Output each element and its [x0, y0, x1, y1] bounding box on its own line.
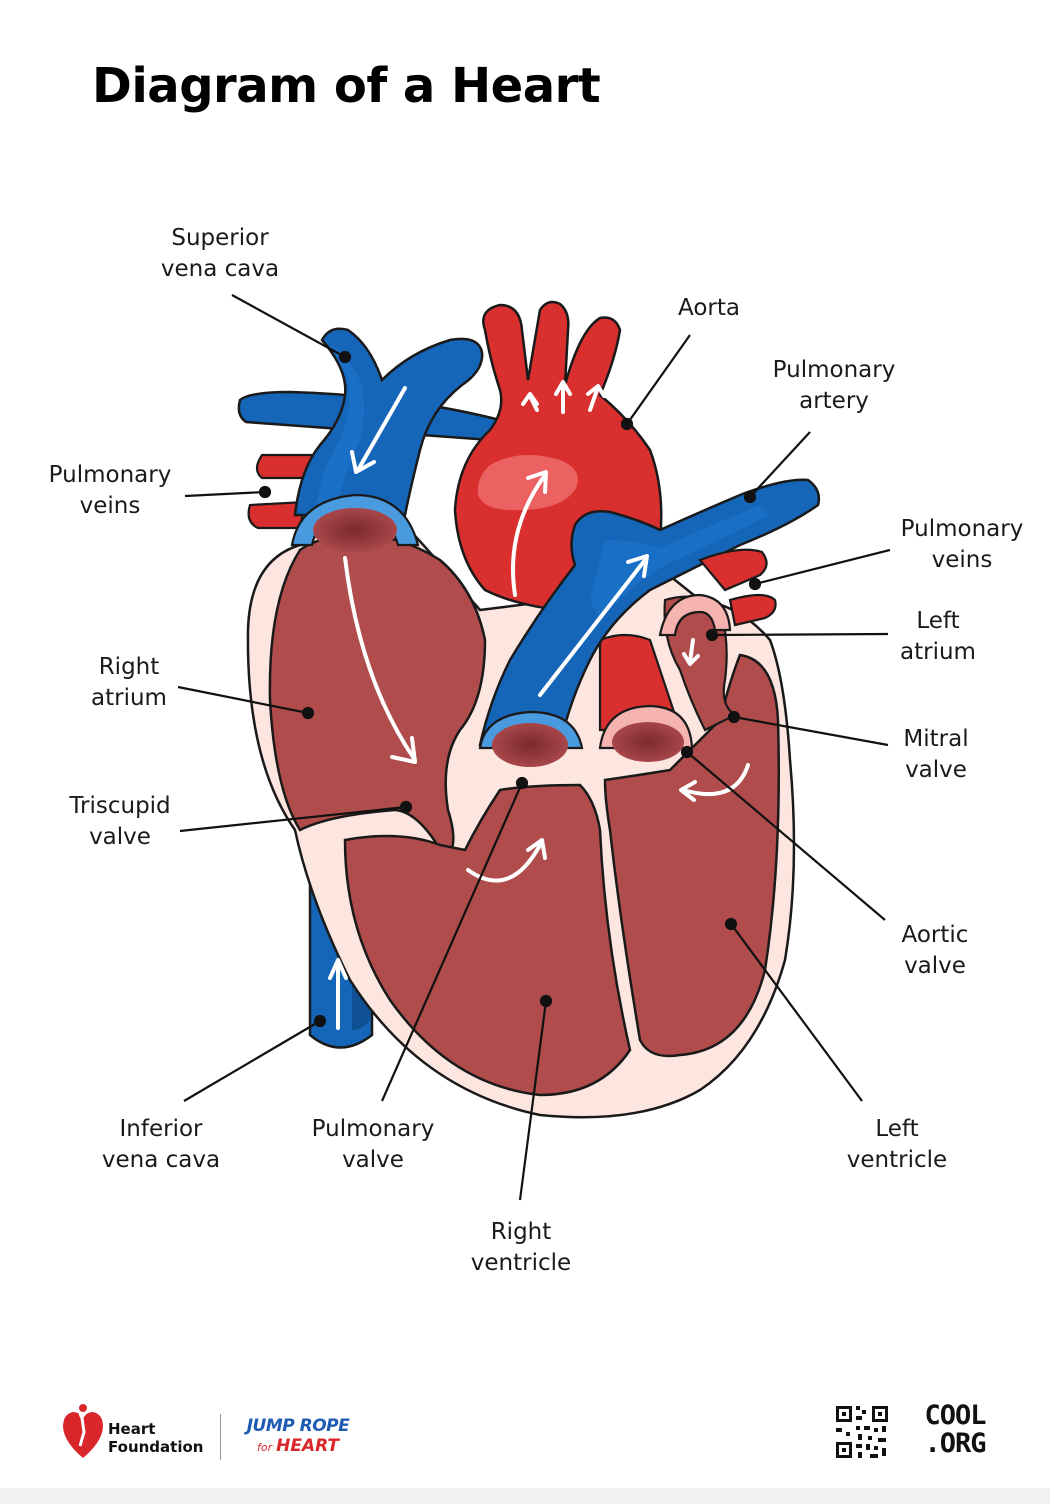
label-aorta: Aorta: [678, 295, 740, 321]
right-ventricle-chamber: [343, 783, 632, 1097]
page-title: Diagram of a Heart: [92, 58, 601, 114]
label-pulmonary-valve: Pulmonary valve: [311, 1116, 435, 1173]
label-pulmonary-veins-right: Pulmonary veins: [900, 516, 1024, 573]
label-superior-vena-cava: Superior vena cava: [160, 225, 280, 282]
label-pulmonary-veins-left: Pulmonary veins: [48, 462, 172, 519]
qr-code-icon: [834, 1404, 890, 1460]
cool-org-logo: COOL .ORG: [924, 1400, 986, 1459]
label-right-atrium: Right atrium: [91, 654, 167, 711]
label-mitral-valve: Mitral valve: [903, 726, 969, 783]
label-aortic-valve: Aortic valve: [901, 922, 969, 979]
pulmonary-veins-right-vessel: [698, 548, 768, 592]
label-right-ventricle: Right ventricle: [470, 1219, 572, 1276]
label-triscupid-valve: Triscupid valve: [69, 793, 171, 850]
bottom-band: [0, 1488, 1050, 1504]
heart-diagram: [177, 294, 891, 1201]
heart-foundation-logo-icon: [63, 1403, 103, 1458]
label-pulmonary-artery: Pulmonary artery: [772, 357, 896, 414]
heart-foundation-text: Heart Foundation: [108, 1420, 204, 1456]
label-inferior-vena-cava: Inferior vena cava: [101, 1116, 221, 1173]
footer-divider: [220, 1414, 221, 1460]
right-atrium-chamber: [268, 533, 487, 860]
label-left-ventricle: Left ventricle: [846, 1116, 948, 1173]
label-left-atrium: Left atrium: [900, 608, 976, 665]
left-ventricle-chamber: [603, 653, 781, 1058]
